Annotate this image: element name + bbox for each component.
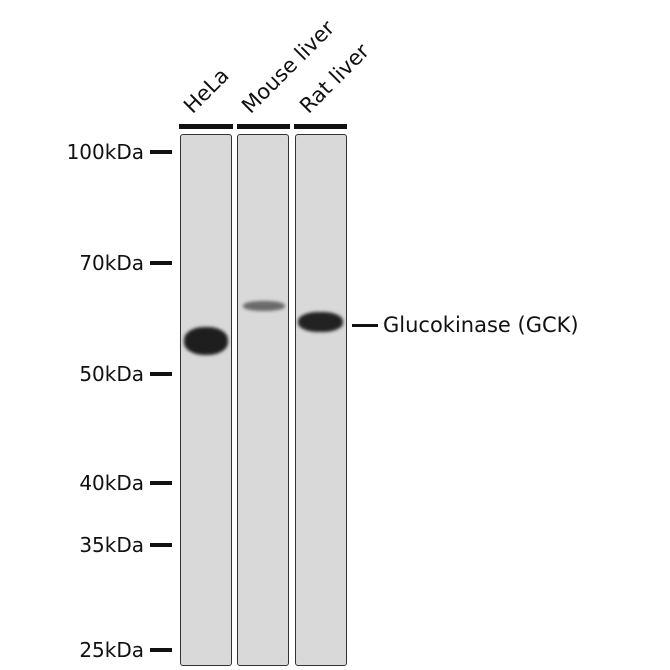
marker-tick — [150, 543, 172, 547]
marker-tick — [150, 261, 172, 265]
target-pointer-line — [352, 323, 378, 327]
lane-hela — [180, 134, 232, 666]
marker-40kda: 40kDa — [0, 471, 172, 495]
marker-25kda: 25kDa — [0, 638, 172, 662]
band-hela — [184, 327, 228, 355]
band-rat-liver — [298, 312, 343, 332]
lane-label-hela: HeLa — [179, 63, 234, 118]
marker-label: 40kDa — [79, 471, 144, 495]
marker-tick — [150, 372, 172, 376]
marker-70kda: 70kDa — [0, 251, 172, 275]
target-annotation: Glucokinase (GCK) — [352, 313, 579, 337]
marker-35kda: 35kDa — [0, 533, 172, 557]
lane-bar-rat-liver — [294, 124, 347, 129]
lane-mouse-liver — [237, 134, 289, 666]
marker-tick — [150, 150, 172, 154]
marker-50kda: 50kDa — [0, 362, 172, 386]
lane-rat-liver — [295, 134, 347, 666]
marker-label: 35kDa — [79, 533, 144, 557]
lane-bar-hela — [179, 124, 233, 129]
marker-100kda: 100kDa — [0, 140, 172, 164]
marker-label: 25kDa — [79, 638, 144, 662]
marker-tick — [150, 648, 172, 652]
band-mouse-liver — [243, 301, 285, 311]
target-label: Glucokinase (GCK) — [383, 313, 579, 337]
lane-bar-mouse-liver — [237, 124, 290, 129]
marker-label: 50kDa — [79, 362, 144, 386]
marker-label: 100kDa — [66, 140, 144, 164]
marker-label: 70kDa — [79, 251, 144, 275]
marker-tick — [150, 481, 172, 485]
